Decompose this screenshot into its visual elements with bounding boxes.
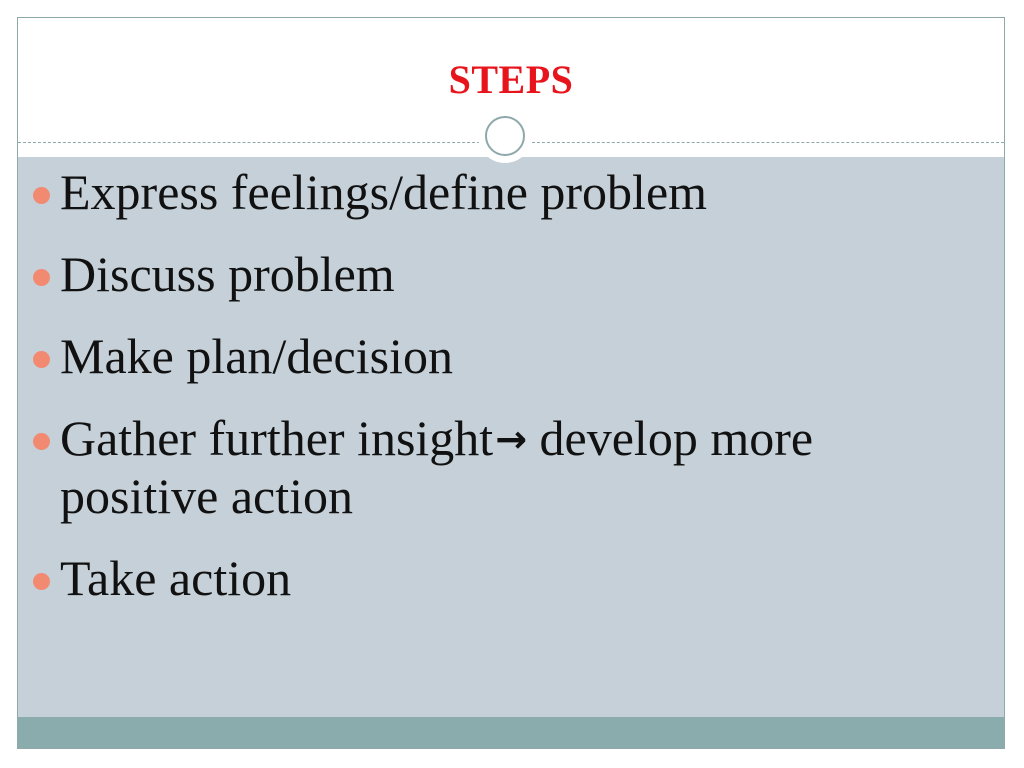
bullet-item-express-feelings: Express feelings/define problem [32,163,932,221]
bullet-text: Make plan/decision [60,328,453,384]
bullet-text: Express feelings/define problem [60,164,708,220]
slide-title: STEPS [448,57,574,102]
content-area [18,157,1004,717]
bullet-item-discuss-problem: Discuss problem [32,245,932,303]
bullet-dot-icon [33,269,50,286]
right-arrow-icon: → [495,417,528,461]
bullet-dot-icon [33,573,50,590]
bullet-item-take-action: Take action [32,549,932,607]
slide-frame: STEPS [17,17,1005,749]
circle-ring-icon [485,116,525,156]
bullet-item-make-plan: Make plan/decision [32,327,932,385]
bullet-item-gather-insight: Gather further insight→ develop more pos… [32,409,932,525]
bullet-list: Express feelings/define problem Discuss … [32,163,932,631]
bullet-dot-icon [33,351,50,368]
bullet-dot-icon [33,433,50,450]
bullet-dot-icon [33,187,50,204]
bullet-text: Take action [60,550,292,606]
circle-ornament-icon [478,109,532,163]
bullet-text: Discuss problem [60,246,395,302]
bullet-text-before-arrow: Gather further insight [60,410,494,466]
bullet-text-after-arrow: develop more positive action [60,410,814,524]
footer-bar [18,717,1004,748]
